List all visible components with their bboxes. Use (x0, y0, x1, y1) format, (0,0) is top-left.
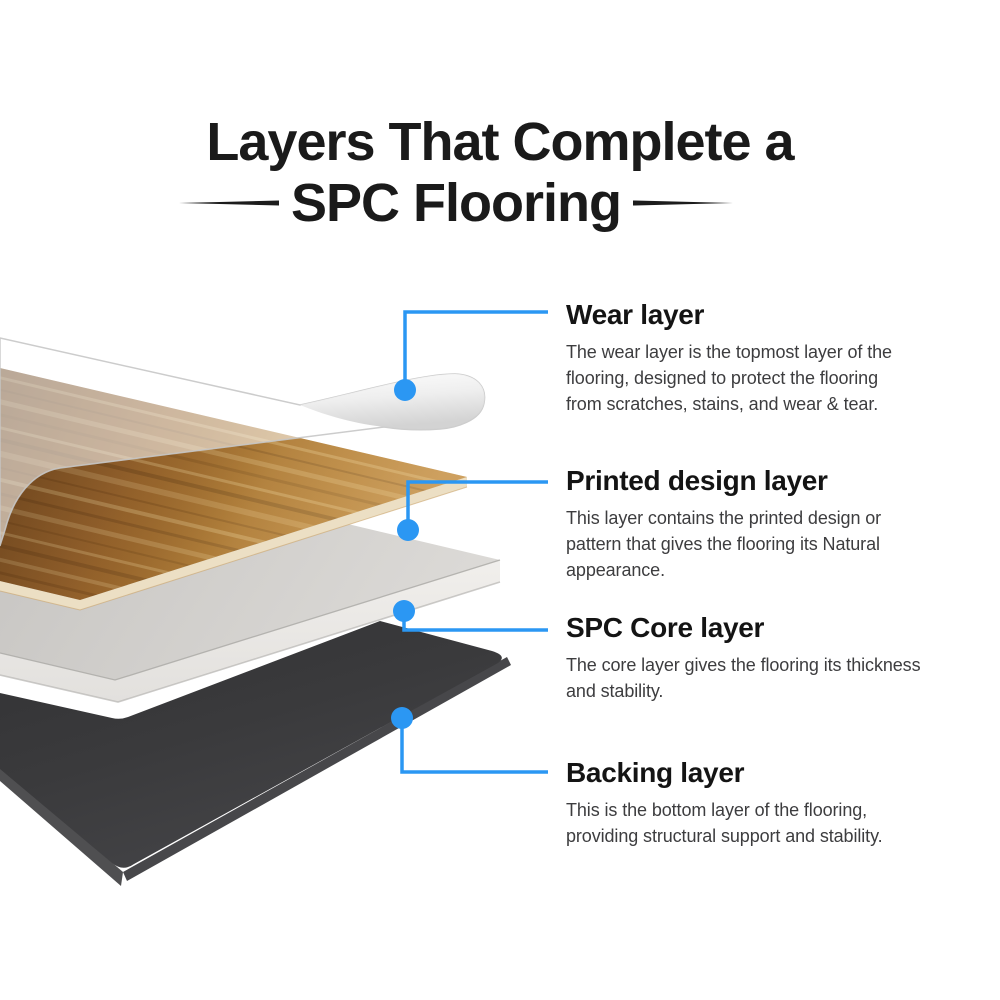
printed-design-layer-heading: Printed design layer (566, 465, 828, 496)
wear-layer-shape (0, 337, 486, 547)
printed-design-layer-description: This layer contains the printed design o… (566, 508, 882, 580)
wear-layer-curl (300, 374, 485, 430)
title-left-dash-divider (179, 200, 279, 206)
backing-layer-shape (0, 621, 511, 886)
title-line-2-row: SPC Flooring (0, 174, 956, 232)
spc-core-layer-heading: SPC Core layer (566, 612, 765, 643)
title-line-1: Layers That Complete a (206, 112, 794, 172)
printed-design-layer-marker-dot-icon (397, 519, 419, 541)
section-backing-layer: Backing layer This is the bottom layer o… (566, 757, 1000, 849)
wear-layer-description: The wear layer is the topmost layer of t… (566, 342, 892, 414)
spc-core-layer-description: The core layer gives the flooring its th… (566, 655, 921, 701)
wear-layer-connector-line (403, 310, 548, 390)
page-title: Layers That Complete a SPC Flooring (0, 112, 1000, 232)
printed-design-layer-connector-line (406, 480, 548, 530)
section-printed-design-layer: Printed design layer This layer contains… (566, 465, 1000, 583)
wear-layer-heading: Wear layer (566, 299, 705, 330)
spc-core-layer-connector-line (402, 611, 548, 632)
connector-marker-dots (391, 379, 419, 729)
title-right-dash-divider (632, 200, 733, 206)
backing-layer-marker-dot-icon (391, 707, 413, 729)
backing-layer-heading: Backing layer (566, 757, 745, 788)
title-line-2: SPC Flooring (291, 173, 622, 233)
section-wear-layer: Wear layer The wear layer is the topmost… (566, 299, 1000, 417)
spc-core-layer-marker-dot-icon (393, 600, 415, 622)
backing-layer-connector-line (400, 718, 548, 774)
backing-layer-description: This is the bottom layer of the flooring… (566, 800, 883, 846)
connector-lines (400, 310, 548, 774)
section-spc-core-layer: SPC Core layer The core layer gives the … (566, 612, 1000, 704)
wear-layer-marker-dot-icon (394, 379, 416, 401)
